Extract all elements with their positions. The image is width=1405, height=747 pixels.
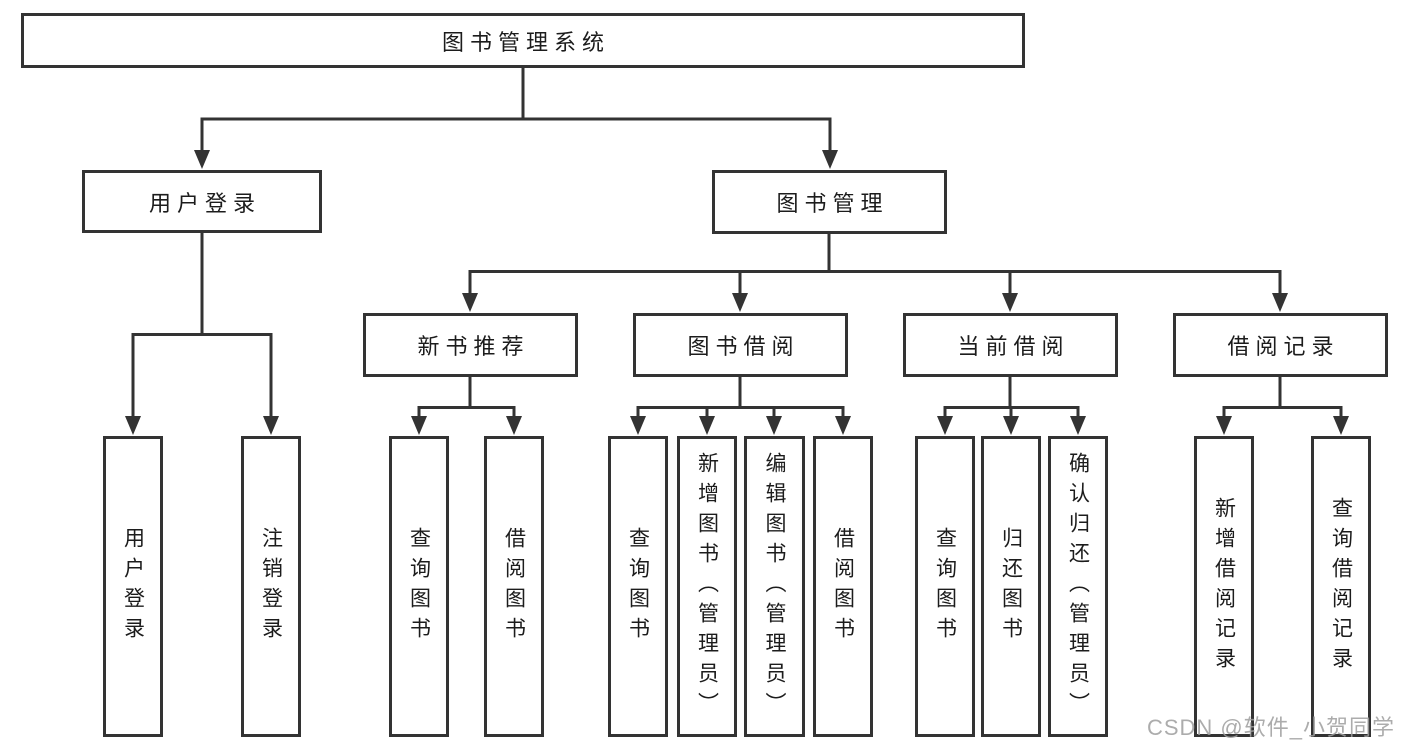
leaf-query-borrow-record: 查询借阅记录 [1311,436,1371,737]
node-label: 用户登录 [148,190,261,216]
node-current-borrowing: 当前借阅 [903,313,1118,377]
node-label: 确认归还（管理员） [1066,451,1090,722]
node-system-root: 图书管理系统 [21,13,1025,68]
node-label: 图书借阅 [687,334,800,359]
node-label: 注销登录 [259,526,283,647]
node-label: 查询图书 [407,526,431,647]
node-label: 图书管理 [776,191,889,216]
leaf-borrow-books: 借阅图书 [813,436,873,737]
node-label: 当前借阅 [957,334,1070,359]
leaf-query-books-borrowing: 查询图书 [608,436,668,737]
leaf-add-books-admin: 新增图书（管理员） [677,436,737,737]
node-label: 归还图书 [999,526,1023,647]
leaf-logout: 注销登录 [241,436,301,737]
node-label: 用户登录 [121,526,145,647]
leaf-add-borrow-record: 新增借阅记录 [1194,436,1254,737]
leaf-user-login: 用户登录 [103,436,163,737]
leaf-query-books-current: 查询图书 [915,436,975,737]
node-book-borrowing: 图书借阅 [633,313,848,377]
node-label: 新增借阅记录 [1212,496,1236,677]
leaf-confirm-return-admin: 确认归还（管理员） [1048,436,1108,737]
node-user-login-group: 用户登录 [82,170,322,233]
node-label: 借阅记录 [1227,334,1340,359]
node-label: 查询图书 [933,526,957,647]
node-borrowing-records: 借阅记录 [1173,313,1388,377]
leaf-query-books-recommend: 查询图书 [389,436,449,737]
node-label: 查询借阅记录 [1329,496,1353,677]
arrowheads [125,150,1349,435]
node-label: 编辑图书（管理员） [763,451,786,722]
csdn-watermark: CSDN @软件_小贺同学 [1146,715,1395,740]
leaf-edit-books-admin: 编辑图书（管理员） [744,436,805,737]
leaf-return-books: 归还图书 [981,436,1041,737]
node-book-management: 图书管理 [712,170,947,234]
node-label: 查询图书 [626,526,650,647]
connector-paths [131,68,1343,419]
node-label: 借阅图书 [831,526,855,647]
node-label: 新增图书（管理员） [695,451,719,722]
node-label: 借阅图书 [502,526,526,647]
leaf-borrow-books-recommend: 借阅图书 [484,436,544,737]
node-label: 新书推荐 [417,334,530,359]
node-new-book-recommend: 新书推荐 [363,313,578,377]
node-label: 图书管理系统 [441,29,610,55]
